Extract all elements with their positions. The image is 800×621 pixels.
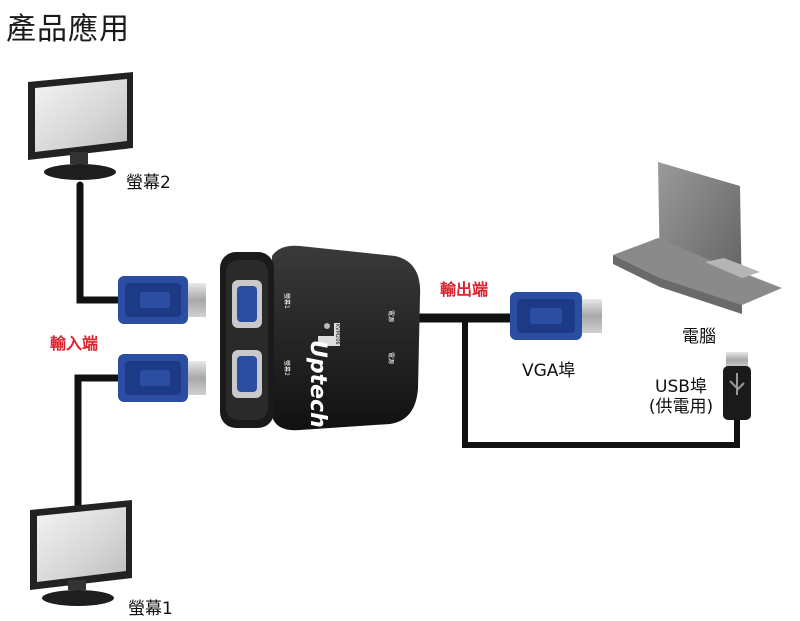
vga-port-2 [232,350,262,398]
cable-monitor1 [74,374,122,509]
page-title: 產品應用 [6,12,130,47]
device-power-label-2: 電源 [387,352,394,365]
label-usb-power: (供電用) [648,397,714,417]
vga-connector-input-top [118,276,206,324]
device-port-2-label: 螢幕2 [283,360,290,376]
usb-plug [723,352,751,420]
monitor-2 [28,72,133,180]
device-model: KVM206 [334,323,340,346]
vga-connector-output [510,292,602,340]
device-power-label-1: 電源 [387,310,394,323]
cable-usb [462,315,740,448]
vga-connector-input-bottom [118,354,206,402]
label-vga-port: VGA埠 [522,361,576,381]
label-monitor-1: 螢幕1 [128,599,173,619]
cables [74,181,740,509]
label-output-end: 輸出端 [440,280,489,299]
laptop [613,162,782,314]
label-input-end: 輸入端 [50,334,99,353]
label-usb-port: USB埠 [655,377,707,397]
cable-monitor2 [76,181,122,304]
device-port-1-label: 螢幕1 [283,293,290,309]
kvm-device [220,245,421,431]
vga-port-1 [232,280,262,328]
label-computer: 電腦 [682,327,716,347]
monitor-1 [30,500,132,606]
label-monitor-2: 螢幕2 [126,173,171,193]
device-brand: Uptech [305,340,330,428]
